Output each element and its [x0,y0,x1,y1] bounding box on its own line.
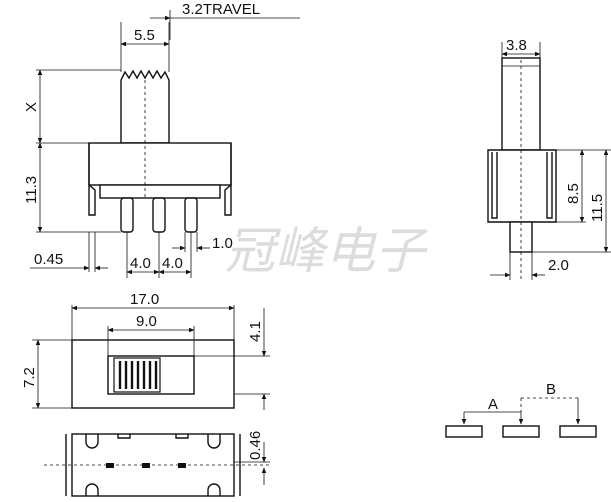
pad-left [445,425,483,438]
front-pin-3 [184,197,198,233]
bottom-pin-3 [178,463,186,468]
dim-side-width: 3.8 [506,37,527,54]
pad-layout: A B [445,381,597,438]
top-view: 17.0 9.0 4.1 7.2 [21,291,270,410]
bottom-pin-1 [106,463,114,468]
dim-knob-width: 5.5 [134,27,155,44]
dim-side-h2: 11.5 [589,194,606,222]
front-view: 3.2TRAVEL 5.5 X 11.3 0.45 4.0 4.0 1.0 [23,1,300,278]
bottom-side-edges [65,434,241,496]
pad-label-b: B [546,381,556,398]
dim-side-pin: 2.0 [548,257,569,274]
side-right-tab [546,152,553,219]
bottom-pin-2 [142,463,150,468]
dim-pitch-a: 4.0 [130,255,151,272]
dim-x-height: X [23,102,40,112]
dim-pitch-b: 4.0 [162,255,183,272]
pad-right [559,425,597,438]
pad-label-a: A [488,396,498,413]
front-body [88,142,232,186]
bottom-notch-br [207,483,221,496]
dim-travel: 3.2TRAVEL [182,1,260,18]
dim-window-length: 9.0 [136,313,157,330]
side-view: 3.8 8.5 11.5 2.0 [487,37,611,280]
bottom-view: 0.46 [44,431,270,497]
bottom-notch-bl [85,483,99,496]
bottom-notch-tl [85,434,99,449]
bottom-notch-tm2 [175,434,189,439]
front-pin-base [99,184,221,199]
dim-overall-length: 17.0 [130,291,159,308]
dim-side-h1: 8.5 [565,183,582,204]
front-left-tab [88,143,96,216]
dim-pad-offset: 0.46 [247,431,264,460]
dim-offset-045: 0.45 [34,251,63,268]
side-body [487,149,557,223]
watermark-text: 冠峰电子 [225,222,428,280]
bottom-notch-tm1 [117,434,131,439]
bottom-notch-tr [207,434,221,449]
dim-pin-width: 1.0 [212,235,233,252]
dim-top-offset: 4.1 [247,321,264,342]
dim-body-height: 11.3 [23,176,40,204]
front-right-tab [224,143,232,216]
side-left-tab [491,152,498,219]
pad-middle [502,425,540,438]
dim-body-width: 7.2 [21,367,38,388]
front-pin-2 [152,197,166,233]
front-pin-1 [120,197,134,233]
